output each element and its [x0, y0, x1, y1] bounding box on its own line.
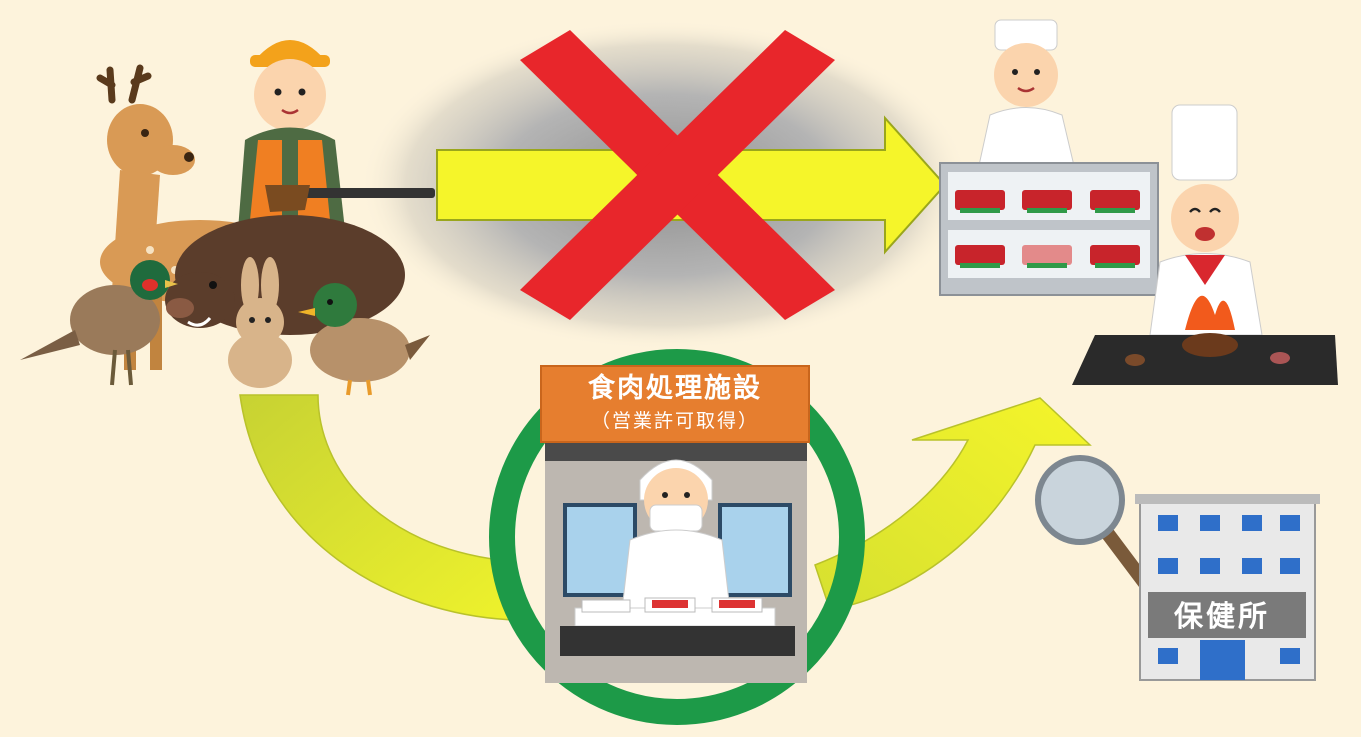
- facility-label: 食肉処理施設 （営業許可取得）: [540, 365, 810, 443]
- worker-icon: [621, 459, 731, 611]
- health-center-label: 保健所: [1173, 599, 1270, 633]
- pheasant-icon: [20, 260, 178, 386]
- duck-icon: [298, 283, 430, 396]
- rifle-icon: [265, 185, 435, 212]
- facility-title: 食肉処理施設: [588, 373, 762, 404]
- chef-icon: [1149, 104, 1263, 336]
- health-center-building-icon: [1135, 494, 1320, 681]
- processing-counter-icon: [560, 597, 795, 656]
- to-shop-arrow: [814, 397, 1092, 611]
- grill-icon: [1072, 295, 1338, 385]
- rabbit-icon: [228, 257, 292, 388]
- meat-display-case-icon: [939, 162, 1159, 296]
- butcher-icon: [977, 19, 1076, 171]
- facility-subtitle: （営業許可取得）: [590, 410, 759, 432]
- forbidden-cross-icon: [520, 30, 835, 320]
- certified-facility-ring: [489, 349, 865, 725]
